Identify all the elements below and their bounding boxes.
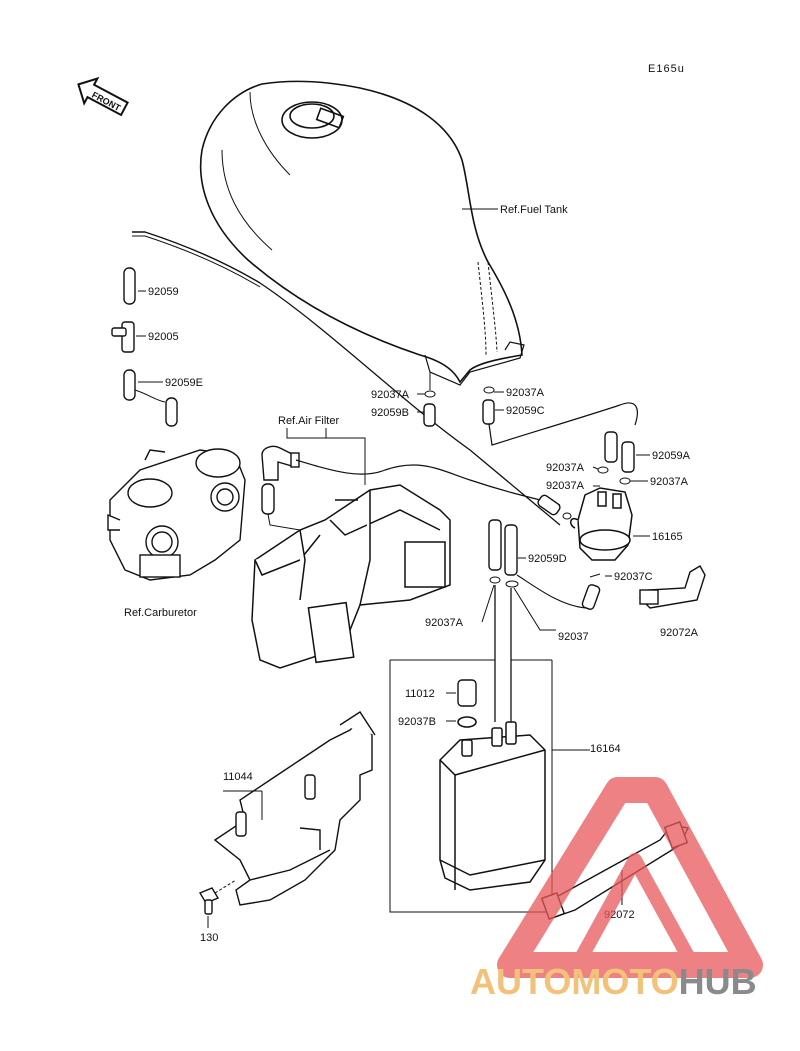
fitting-92005 [111,321,135,353]
canister-frame [389,660,553,913]
label-92037a-b: 92037A [650,476,689,488]
label-16164: 16164 [590,743,621,755]
clamp-92037b [457,716,477,728]
ref-fuel-tank-label: Ref.Fuel Tank [500,204,568,216]
label-92037a-left: 92037A [371,389,410,401]
pipe-92059d-right [504,524,518,576]
label-130: 130 [200,932,218,944]
label-92059c: 92059C [506,405,545,417]
label-92072a: 92072A [660,627,699,639]
pipe-pump-inlet [537,494,561,516]
label-92059e: 92059E [165,377,203,389]
clamp-92037a-a [597,466,609,474]
label-92037a-right: 92037A [506,387,545,399]
pipe-92059e-a [123,369,136,401]
bolt-130 [198,887,220,915]
elbow-fitting [261,445,300,481]
label-92037b: 92037B [398,716,436,728]
pipe-92059 [123,267,136,305]
clamp-92037 [505,580,519,588]
watermark-part2: HUB [679,961,757,1002]
clamp-92037a-right [483,386,495,394]
cap-11012 [457,679,477,707]
watermark-text: AUTOMOTOHUB [470,961,757,1002]
carburetor [107,448,246,581]
diagram-code: E165u [648,63,685,75]
label-92037a-a: 92037A [546,462,585,474]
pipe-air-filter [261,483,275,515]
pipe-short [581,584,601,610]
watermark-part1: AUTOMOTO [470,961,679,1002]
label-92005: 92005 [148,331,179,343]
pipe-92059d-left [488,519,502,571]
label-92037a-d: 92037A [425,617,464,629]
label-11044: 11044 [223,771,253,783]
front-arrow-icon: FRONT [77,76,129,117]
hose-line-top [132,231,261,284]
label-92037c: 92037C [614,571,653,583]
clamp-92037a-d [489,576,501,584]
clamp-92037c [589,573,601,578]
fuel-pump-16165 [570,487,633,561]
label-92037a-c: 92037A [546,480,585,492]
pipe-92059a-right [621,441,635,473]
clamp-92037a-left [424,390,436,398]
watermark-logo [497,777,763,978]
label-92037: 92037 [558,631,589,643]
ref-air-filter-label: Ref.Air Filter [278,415,339,427]
label-92059: 92059 [148,286,179,298]
pipe-92059a-left [604,431,618,463]
pipe-92059e-b [165,397,178,427]
pipe-92059b [423,403,436,427]
clamp-92037a-b [619,477,631,485]
label-16165: 16165 [652,531,683,543]
canister-16164 [439,721,546,891]
air-filter-box [251,484,451,669]
label-92059d: 92059D [528,553,567,565]
fuel-tank [199,80,525,386]
label-92059a: 92059A [652,450,691,462]
pipe-92059c [482,399,495,425]
hose-mid [295,459,561,506]
hose-diagonal [259,282,561,526]
label-92059b: 92059B [371,407,409,419]
label-11012: 11012 [405,688,435,700]
ref-carburetor-label: Ref.Carburetor [124,607,197,619]
hose-right [488,402,638,446]
bracket-92072a [639,565,706,609]
bracket-11044 [213,711,376,906]
